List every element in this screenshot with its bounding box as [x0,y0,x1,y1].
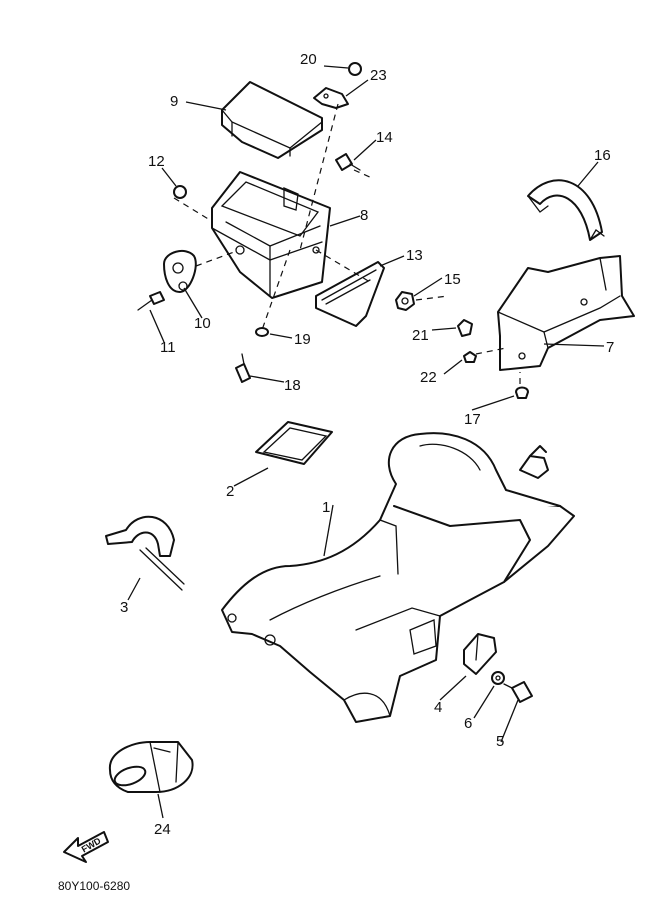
part-22-nut [463,351,477,363]
callout-labels: 1 2 3 4 5 6 7 8 9 10 11 12 13 14 15 16 1… [120,51,614,838]
part-14-bolt [335,153,361,171]
part-6-washer [491,671,505,685]
part-19-washer [255,327,269,337]
callout-9: 9 [170,93,178,110]
part-11-screw [137,291,165,311]
part-24-coupler [108,741,194,793]
part-9-cover [221,81,323,159]
callout-17: 17 [464,411,481,428]
diagram-code: 80Y100-6280 [58,879,130,893]
callout-3: 3 [120,599,128,616]
callout-18: 18 [284,377,301,394]
part-1-fender [221,432,575,723]
assembly-lines [173,103,521,384]
part-16-strap [527,179,605,241]
callout-13: 13 [406,247,423,264]
part-21-nut [457,319,473,337]
part-10-band [163,249,197,293]
callout-15: 15 [444,271,461,288]
part-12-nut [173,185,187,199]
callout-23: 23 [370,67,387,84]
part-2-pad [255,421,333,465]
callout-24: 24 [154,821,171,838]
callout-11: 11 [160,339,176,356]
callout-12: 12 [148,153,165,170]
part-13-plate [315,261,385,327]
callout-2: 2 [226,483,234,500]
callout-1: 1 [322,499,330,516]
callout-10: 10 [194,315,211,332]
part-18-bolt [235,353,251,383]
part-20-nut [348,62,362,76]
callout-4: 4 [434,699,442,716]
part-15-nut [395,291,415,311]
part-5-bolt [503,681,533,703]
part-4-clip [463,633,497,675]
fwd-arrow-icon [63,831,109,863]
callout-8: 8 [360,207,368,224]
leader-lines [127,65,605,819]
callout-16: 16 [594,147,611,164]
part-23-clip [313,87,349,109]
callout-7: 7 [606,339,614,356]
part-17-screw [515,386,529,399]
callout-21: 21 [412,327,429,344]
callout-5: 5 [496,733,504,750]
callout-20: 20 [300,51,317,68]
callout-6: 6 [464,715,472,732]
part-3-clamp [105,515,185,591]
part-7-bracket [497,255,635,371]
callout-22: 22 [420,369,437,386]
part-8-battery-box [211,171,331,299]
callout-19: 19 [294,331,311,348]
callout-14: 14 [376,129,393,146]
